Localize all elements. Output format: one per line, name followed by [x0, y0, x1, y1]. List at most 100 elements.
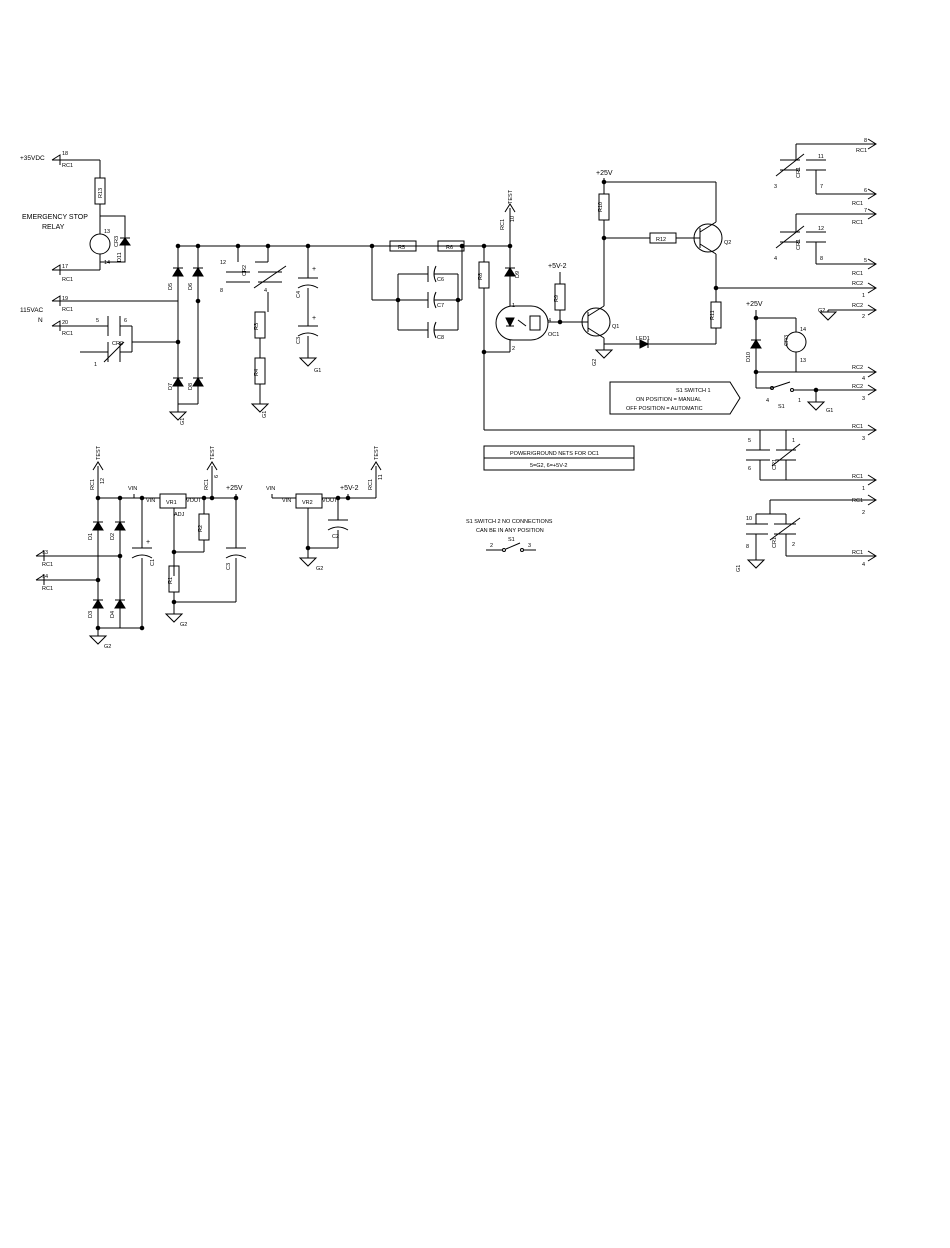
- p5v2-label: +5V-2: [548, 263, 567, 270]
- diode-d7-icon: [172, 377, 184, 387]
- test-arrow-icon: [206, 461, 218, 471]
- oc1-power-note: POWER/GROUND NETS FOR OC1 5=G2, 6=+5V-2: [483, 445, 635, 471]
- d6-label: D6: [188, 283, 194, 290]
- ground-g2-icon: [594, 349, 614, 359]
- pin-10: 10: [746, 516, 752, 522]
- r6-label: R6: [446, 245, 453, 251]
- g1-label: G1: [826, 408, 833, 414]
- pin-8: 8: [864, 138, 867, 144]
- pin-9: 6: [214, 475, 220, 478]
- rc2-label: RC2: [852, 365, 863, 371]
- c4-label: C4: [296, 291, 302, 298]
- c2-label: C2: [332, 534, 339, 540]
- r10-label: R10: [598, 202, 604, 212]
- pin-3: 3: [528, 543, 531, 549]
- d7-label: D7: [168, 383, 174, 390]
- r5-label: R5: [398, 245, 405, 251]
- test-label: TEST: [96, 445, 102, 460]
- pin-1: 1: [792, 438, 795, 444]
- resistor-r5: [389, 240, 417, 252]
- oc1-label: OC1: [548, 332, 559, 338]
- pin-9: 6: [124, 318, 127, 324]
- input-filter-optocoupler: R5 R6 C6 C7 C8 R8 TEST RC1 10: [369, 189, 760, 431]
- pin-4: 4: [766, 398, 769, 404]
- d11-label: D11: [117, 252, 123, 262]
- pin-14: 14: [104, 260, 110, 266]
- pin-19: 19: [62, 296, 68, 302]
- ground-g1-icon: [168, 411, 188, 421]
- pin-10: 10: [510, 216, 516, 222]
- pin-3: 3: [774, 184, 777, 190]
- p5v2-label: +5V-2: [340, 485, 359, 492]
- ground-g1-icon: [298, 357, 318, 367]
- vr1-label: VR1: [166, 500, 177, 506]
- pin-1: 1: [862, 486, 865, 492]
- polarity-plus: +: [312, 266, 316, 273]
- diode-d9-icon: [504, 267, 516, 277]
- diode-d10-icon: [750, 339, 762, 349]
- cr3-label: CR3: [114, 236, 120, 247]
- rc1-label: RC1: [204, 479, 210, 490]
- g1-label: G1: [180, 418, 186, 425]
- g2-label: G2: [592, 359, 598, 366]
- diode-d1-icon: [92, 521, 104, 531]
- pin-2: 2: [792, 542, 795, 548]
- p25v-label: +25V: [746, 301, 763, 308]
- rc1-label: RC1: [856, 148, 867, 154]
- cr3-label: CR3: [784, 335, 790, 346]
- rc2-label: RC2: [852, 303, 863, 309]
- rc1-label: RC1: [42, 562, 53, 568]
- pin-12: 12: [220, 260, 226, 266]
- bridge-rectifier: D5 D6 D7 D8 G1 12 8 CR2 4 R3 R4 G1 +: [168, 243, 510, 425]
- pin-17: 17: [62, 264, 68, 270]
- pin-6: 8: [746, 544, 749, 550]
- vr2-vout-label: VOUT: [322, 498, 338, 504]
- s1-sw2-line2: CAN BE IN ANY POSITION: [476, 528, 544, 534]
- vin-label: VIN: [266, 486, 275, 492]
- pin-4: 4: [862, 376, 865, 382]
- test-arrow-icon: [370, 461, 382, 471]
- pin-2: 2: [862, 510, 865, 516]
- g2-label: G2: [180, 622, 187, 628]
- rc1-label: RC1: [62, 307, 73, 313]
- vr1-vout-label: VOUT: [186, 498, 202, 504]
- estop-label-2: RELAY: [42, 224, 65, 231]
- rc1-label: RC1: [852, 498, 863, 504]
- pin-5: 5: [748, 438, 751, 444]
- pin-12: 12: [100, 478, 106, 484]
- oc1-net-value: 5=G2, 6=+5V-2: [530, 463, 567, 469]
- pin-1: 1: [862, 293, 865, 299]
- rc1-label: RC1: [42, 586, 53, 592]
- pin-18: 18: [62, 151, 68, 157]
- r3-label: R3: [254, 323, 260, 330]
- vr2-vin-label: VIN: [282, 498, 291, 504]
- ground-g1-icon: [746, 559, 766, 569]
- rc1-label: RC1: [852, 201, 863, 207]
- pin-13: 13: [800, 358, 806, 364]
- r1-label: R1: [168, 577, 174, 584]
- regulator-vr1: [159, 493, 187, 509]
- test-arrow-icon: [504, 203, 516, 213]
- polarity-plus: +: [312, 315, 316, 322]
- right-contacts: RC1 8 6 RC1 3 7 11 CR1 7 RC1 5 RC1 4 8: [736, 138, 877, 572]
- rc1-label: RC1: [852, 550, 863, 556]
- p25v-label: +25V: [226, 485, 243, 492]
- c8-label: C8: [437, 335, 444, 341]
- s1-label: S1: [508, 537, 515, 543]
- pin-2: 2: [512, 346, 515, 352]
- r9-label: R9: [554, 295, 560, 302]
- d1-label: D1: [88, 533, 94, 540]
- pin-1: 1: [512, 303, 515, 309]
- r2-label: R2: [198, 525, 204, 532]
- d3-label: D3: [88, 611, 94, 618]
- diode-d5-icon: [172, 267, 184, 277]
- rc1-label: RC1: [500, 219, 506, 230]
- pin-14: 14: [800, 327, 806, 333]
- pin-20: 20: [62, 320, 68, 326]
- g2-label: G2: [316, 566, 323, 572]
- pin-9: 6: [748, 466, 751, 472]
- test-label: TEST: [374, 445, 380, 460]
- vr1-adj-label: ADJ: [174, 512, 185, 518]
- c3-label: C3: [226, 563, 232, 570]
